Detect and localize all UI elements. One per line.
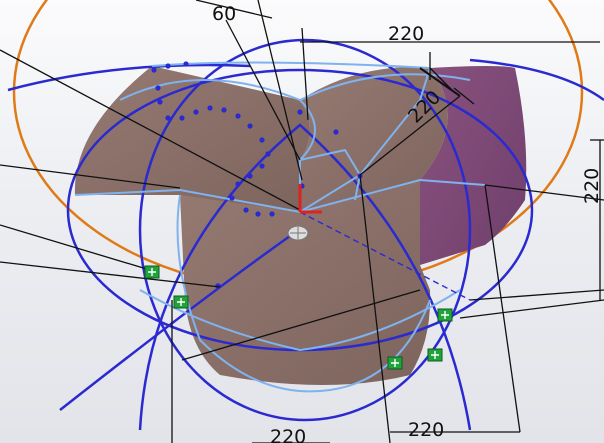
origin-icon[interactable] xyxy=(287,184,322,241)
coincident-relation-icon xyxy=(427,348,443,362)
dim-right-220[interactable]: 220 xyxy=(581,168,603,204)
dim-bottom-center-220[interactable]: 220 xyxy=(270,426,306,443)
dim-top-220[interactable]: 220 xyxy=(388,23,424,45)
surface-right-lobe-brown[interactable] xyxy=(300,67,448,212)
relation-badges[interactable] xyxy=(144,265,453,370)
dim-bottom-right-220[interactable]: 220 xyxy=(408,419,444,441)
coincident-relation-icon xyxy=(387,356,403,370)
coincident-relation-icon xyxy=(173,295,189,309)
surface-right-lobe-purple[interactable] xyxy=(420,66,527,265)
sketch-curves[interactable] xyxy=(7,38,604,431)
dim-angle-60[interactable]: 60 xyxy=(212,3,236,25)
centerline xyxy=(299,211,471,301)
coincident-relation-icon xyxy=(144,265,160,279)
sketch-points[interactable] xyxy=(151,61,363,289)
surface-left-lobe[interactable] xyxy=(74,66,310,212)
coincident-relation-icon xyxy=(437,308,453,322)
dim-arrow-diag xyxy=(419,67,461,97)
